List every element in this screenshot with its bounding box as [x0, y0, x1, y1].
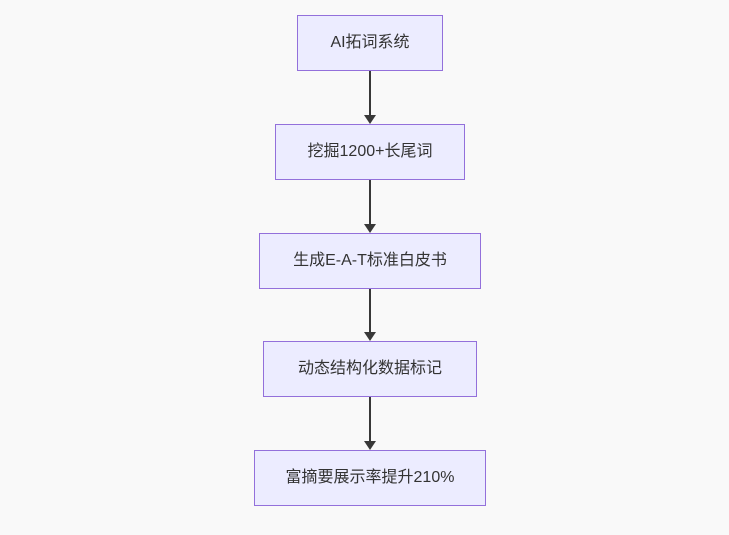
arrowhead-down-icon [364, 115, 376, 124]
edge-arrow-1 [362, 71, 378, 124]
node-label: 生成E-A-T标准白皮书 [293, 252, 447, 269]
edge-arrow-2 [362, 180, 378, 233]
edge-line [369, 71, 371, 117]
node-label: 挖掘1200+长尾词 [307, 143, 433, 160]
edge-arrow-3 [362, 289, 378, 341]
flow-node-structured-data: 动态结构化数据标记 [263, 341, 477, 397]
arrowhead-down-icon [364, 224, 376, 233]
arrowhead-down-icon [364, 441, 376, 450]
node-label: AI拓词系统 [330, 34, 410, 51]
edge-line [369, 289, 371, 334]
node-label: 富摘要展示率提升210% [285, 469, 455, 486]
flow-node-longtail-mining: 挖掘1200+长尾词 [275, 124, 465, 180]
arrowhead-down-icon [364, 332, 376, 341]
edge-arrow-4 [362, 397, 378, 450]
edge-line [369, 180, 371, 226]
edge-line [369, 397, 371, 443]
flow-node-rich-snippet-result: 富摘要展示率提升210% [254, 450, 486, 506]
flow-node-eat-whitepaper: 生成E-A-T标准白皮书 [259, 233, 481, 289]
node-label: 动态结构化数据标记 [297, 360, 442, 377]
flow-node-ai-word-system: AI拓词系统 [297, 15, 443, 71]
